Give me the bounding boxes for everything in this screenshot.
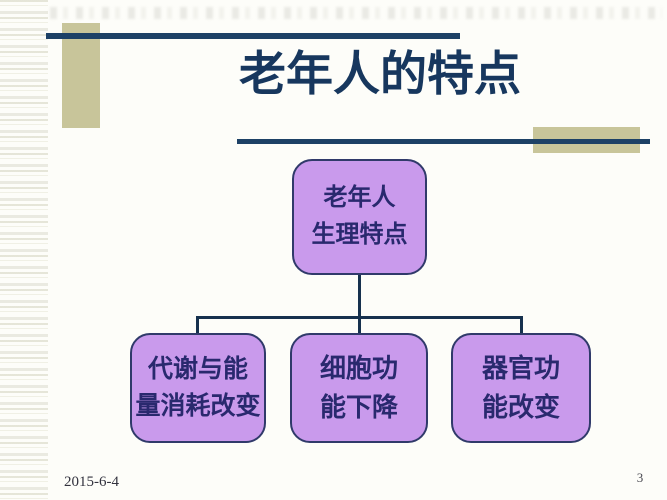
node-text-line: 能下降	[319, 393, 398, 422]
diagram-node-root: 老年人 生理特点	[292, 159, 427, 275]
diagram-node-organ-function: 器官功 能改变	[451, 333, 591, 443]
diagram-node-metabolism: 代谢与能 量消耗改变	[130, 333, 266, 443]
node-text-line: 代谢与能	[147, 355, 248, 383]
node-text-line: 量消耗改变	[135, 393, 261, 420]
diagram-node-cell-function: 细胞功 能下降	[290, 333, 428, 443]
decor-top-rule	[46, 33, 460, 39]
node-text-line: 老年人	[323, 184, 396, 211]
connector-vertical-root	[358, 275, 361, 334]
left-stripe-texture	[0, 0, 48, 500]
node-text-line: 能改变	[481, 393, 560, 422]
top-watermark-texture	[50, 7, 662, 19]
connector-vertical-left	[196, 316, 199, 334]
node-text-line: 细胞功	[319, 354, 398, 383]
connector-horizontal	[196, 316, 523, 319]
slide-title: 老年人的特点	[239, 49, 521, 101]
footer-date: 2015-6-4	[64, 474, 119, 490]
node-text-line: 器官功	[481, 354, 560, 383]
decor-title-underline	[237, 139, 650, 144]
decor-khaki-bar-top-left	[62, 23, 100, 128]
page-number: 3	[636, 470, 644, 485]
connector-vertical-right	[520, 316, 523, 334]
node-text-line: 生理特点	[311, 222, 408, 248]
